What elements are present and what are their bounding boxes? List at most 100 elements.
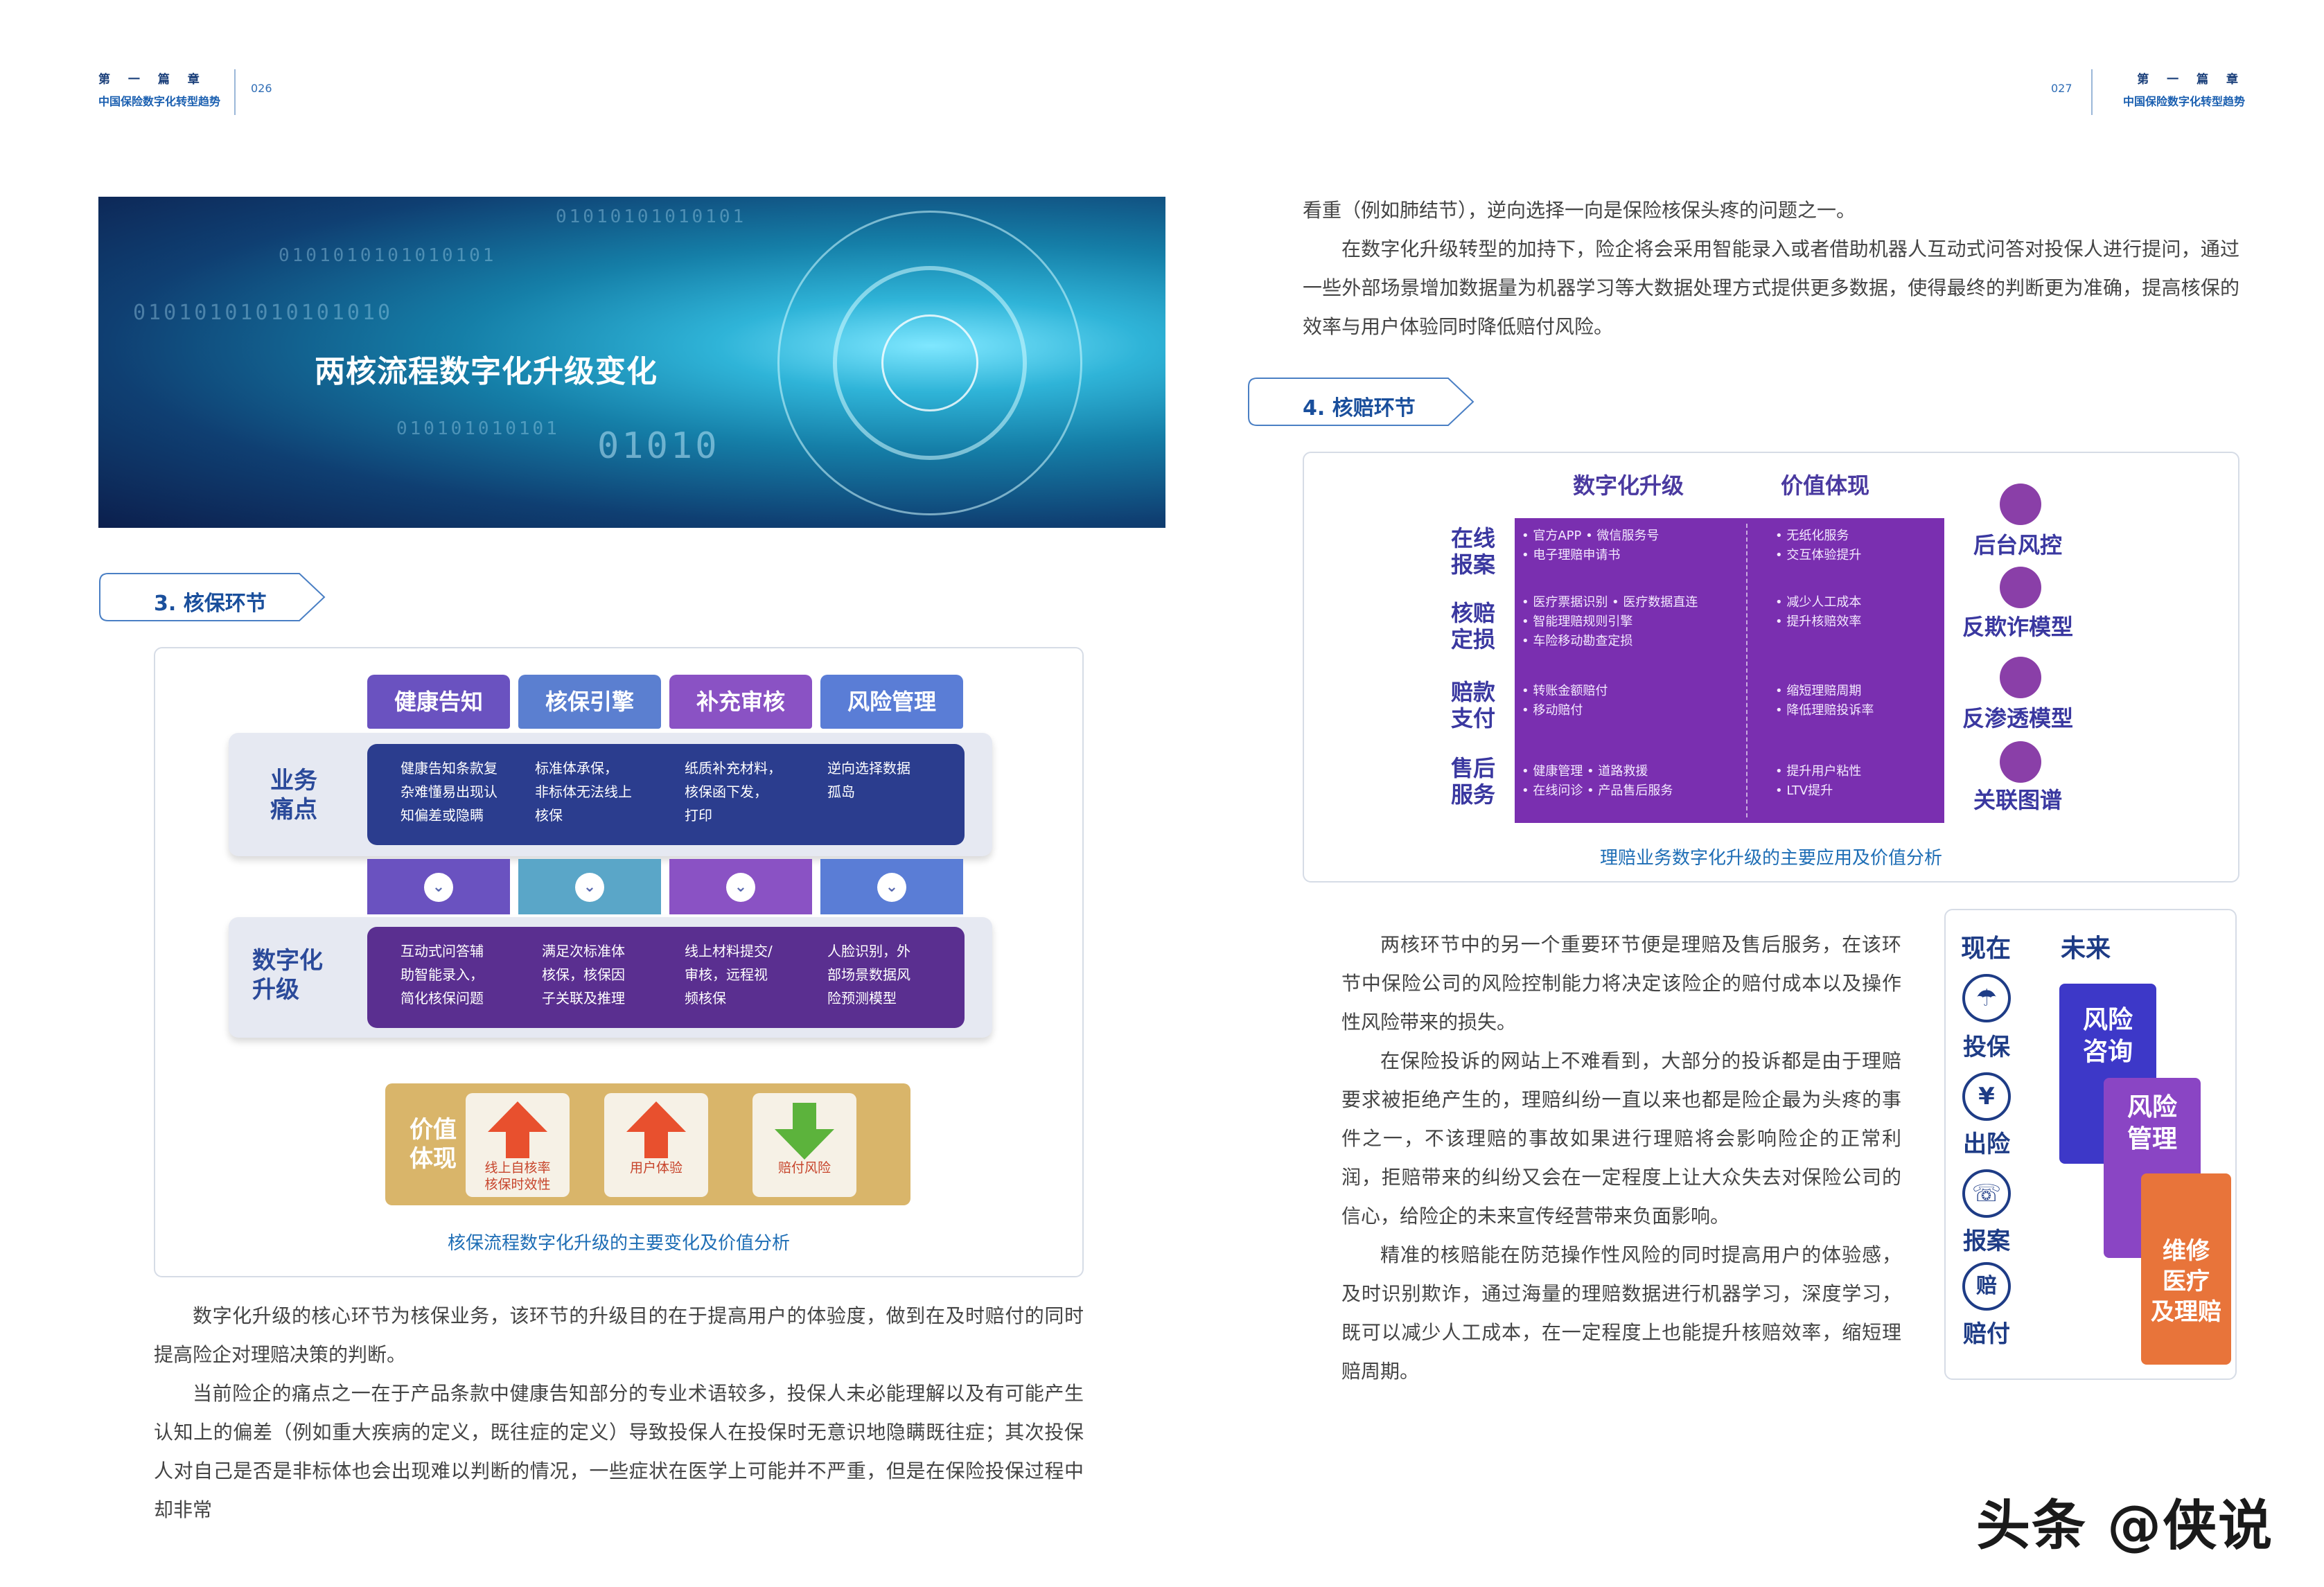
arrow-strip: ⌄ [367,859,510,914]
header-divider [2091,69,2093,115]
value-cell: • 减少人工成本 • 提升核赔效率 [1775,595,1862,629]
chapter-label: 第 一 篇 章 [2137,73,2245,87]
arrow-strip: ⌄ [518,859,661,914]
binary-decoration: 01010 [597,425,720,467]
page-number: 027 [2051,82,2072,95]
value-cell: • 缩短理赔周期 • 降低理赔投诉率 [1775,684,1874,718]
arrow-strip: ⌄ [669,859,812,914]
value-card-label: 线上自核率 核保时效性 [484,1160,551,1192]
paragraph: 在保险投诉的网站上不难看到，大部分的投诉都是由于理赔要求被拒绝产生的，理赔纠纷一… [1341,1049,1901,1227]
paragraph: 在数字化升级转型的加持下，险企将会采用智能录入或者借助机器人互动式问答对投保人进… [1303,238,2239,338]
upgrade-cell: 线上材料提交/ 审核，远程视 频核保 [685,943,773,1007]
digital-upgrade-cells [367,927,965,1028]
row-label-value: 价值 体现 [410,1116,457,1173]
row-label-after-sales: 售后 服务 [1451,755,1496,808]
body-text-right-top: 看重（例如肺结节），逆向选择一向是保险核保头疼的问题之一。 在数字化升级转型的加… [1303,191,2239,346]
row-label-online-report: 在线 报案 [1451,525,1496,578]
page-header-left: 第 一 篇 章 中国保险数字化转型趋势 026 [98,69,306,118]
paragraph: 精准的核赔能在防范操作性风险的同时提高用户的体验感，及时识别欺诈，通过海量的理赔… [1341,1243,1901,1383]
chapter-subtitle: 中国保险数字化转型趋势 [2122,95,2245,108]
now-item-insure: 投保 [1963,1034,2010,1061]
page-header-right: 第 一 篇 章 中国保险数字化转型趋势 027 [2051,69,2245,118]
chevron-down-icon: ⌄ [424,873,453,902]
section-tag-underwriting: 3. 核保环节 [98,572,327,622]
tag-shape [99,573,326,621]
upgrade-cell: 满足次标准体 核保，核保因 子关联及推理 [542,943,625,1007]
watermark: 头条 @侠说 [1976,1495,2274,1557]
arrow-up-icon [488,1101,547,1158]
right-item-anti-infiltration: 反渗透模型 [1962,705,2074,732]
row-label-payment: 赔款 支付 [1451,679,1496,732]
binary-decoration: 01010101010101 [556,206,747,227]
arrow-up-icon [626,1101,686,1158]
value-cell: • 无纸化服务 • 交互体验提升 [1775,529,1862,562]
upgrade-cell: • 健康管理 • 道路救援 • 在线问诊 • 产品售后服务 [1522,764,1673,798]
matrix-divider [1746,524,1748,817]
section-tag-label: 3. 核保环节 [154,592,267,616]
binary-decoration: 010101010101 [396,418,560,439]
risk-control-icon [2000,484,2041,525]
chapter-label: 第 一 篇 章 [98,73,206,87]
binary-decoration: 01010101010101010 [133,301,394,325]
umbrella-icon: ☂ [1962,974,2011,1022]
now-item-incident: 出险 [1963,1131,2010,1158]
page-number: 026 [251,82,272,95]
future-heading: 未来 [2061,934,2111,963]
row-label-pain-points: 业务 痛点 [270,767,317,824]
chapter-subtitle: 中国保险数字化转型趋势 [98,95,221,108]
paragraph: 当前险企的痛点之一在于产品条款中健康告知部分的专业术语较多，投保人未必能理解以及… [154,1382,1084,1521]
right-item-backend-risk: 后台风控 [1973,532,2063,558]
chevron-down-icon: ⌄ [877,873,906,902]
pain-point-cell: 逆向选择数据 孤岛 [827,760,910,800]
upgrade-cell: 人脸识别，外 部场景数据风 险预测模型 [827,943,910,1007]
upgrade-cell: • 医疗票据识别 • 医疗数据直连 • 智能理赔规则引擎 • 车险移动勘查定损 [1522,595,1698,648]
upgrade-cell: • 官方APP • 微信服务号 • 电子理赔申请书 [1522,529,1660,562]
anti-infiltration-icon [2000,657,2041,698]
figure-caption: 核保流程数字化升级的主要变化及价值分析 [447,1233,790,1254]
header-divider [234,69,236,115]
now-heading: 现在 [1961,934,2012,963]
paragraph: 看重（例如肺结节），逆向选择一向是保险核保头疼的问题之一。 [1303,199,1856,222]
anti-fraud-icon [2000,567,2041,608]
right-item-relation-graph: 关联图谱 [1973,787,2063,813]
paragraph: 两核环节中的另一个重要环节便是理赔及售后服务，在该环节中保险公司的风险控制能力将… [1341,933,1901,1034]
tech-ring-decoration [833,266,1027,460]
value-cell: • 提升用户粘性 • LTV提升 [1775,764,1862,798]
body-text-right: 两核环节中的另一个重要环节便是理赔及售后服务，在该环节中保险公司的风险控制能力将… [1341,925,1901,1391]
pain-point-cell: 标准体承保， 非标体无法线上 核保 [535,760,632,824]
claim-icon: 赔 [1962,1262,2011,1311]
section-tag-label: 4. 核赔环节 [1303,396,1416,420]
section-tag-claims: 4. 核赔环节 [1247,377,1476,427]
row-label-digital-upgrade: 数字化 升级 [252,947,323,1004]
column-header-value: 价值体现 [1781,472,1870,499]
now-item-report: 报案 [1963,1227,2010,1255]
section-banner: 01010101010101 0101010101010101 01010101… [98,197,1165,528]
headset-icon: ☏ [1962,1169,2011,1218]
figure-caption: 理赔业务数字化升级的主要应用及价值分析 [1599,848,1942,869]
pain-point-cell: 纸质补充材料， 核保函下发， 打印 [685,760,782,824]
paragraph: 数字化升级的核心环节为核保业务，该环节的升级目的在于提高用户的体验度，做到在及时… [154,1304,1084,1366]
column-header-supplement-review: 补充审核 [669,675,812,729]
arrow-down-icon [775,1103,834,1160]
row-label-loss-assessment: 核赔 定损 [1451,600,1496,653]
upgrade-cell: • 转账金额赔付 • 移动赔付 [1522,684,1608,718]
upgrade-cell: 互动式问答辅 助智能录入， 简化核保问题 [400,943,484,1007]
column-header-health-notice: 健康告知 [367,675,510,729]
value-card: 赔付风险 [752,1093,856,1197]
tech-ring-decoration [881,314,978,411]
value-card: 用户体验 [604,1093,708,1197]
binary-decoration: 0101010101010101 [279,245,497,266]
now-item-payout: 赔付 [1963,1320,2010,1348]
tech-ring-decoration [777,211,1082,515]
value-card-label: 赔付风险 [777,1160,831,1176]
tag-shape [1248,378,1474,426]
right-item-anti-fraud: 反欺诈模型 [1962,614,2074,640]
claims-matrix [1515,518,1944,823]
pain-points-cells [367,744,965,845]
graph-icon [2000,741,2041,783]
chevron-down-icon: ⌄ [726,873,755,902]
pain-point-cell: 健康告知条款复 杂难懂易出现认 知偏差或隐瞒 [400,760,498,824]
column-header-digital-upgrade: 数字化升级 [1573,472,1684,499]
yen-icon: ¥ [1962,1072,2011,1121]
body-text-left: 数字化升级的核心环节为核保业务，该环节的升级目的在于提高用户的体验度，做到在及时… [154,1297,1084,1530]
